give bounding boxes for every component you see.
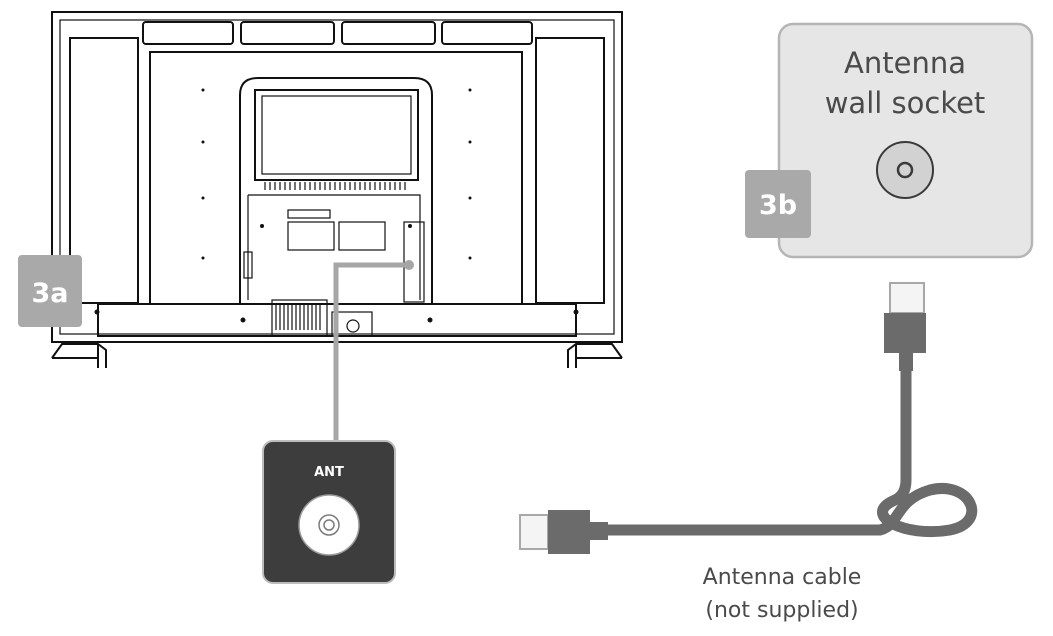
step-badge-tv-label: 3a <box>31 278 68 309</box>
wall-socket-title-line1: Antenna <box>844 46 966 80</box>
wall-socket-panel: Antenna wall socket <box>777 22 1034 259</box>
step-badge-wall: 3b <box>745 170 811 238</box>
ant-port-jack-icon <box>298 494 360 556</box>
ant-port-label: ANT <box>314 465 344 480</box>
wall-socket-title-line2: wall socket <box>825 86 986 120</box>
ant-port-callout-line <box>333 260 414 443</box>
cable-caption-line2: (not supplied) <box>705 598 858 623</box>
cable-caption-line1: Antenna cable <box>703 565 862 590</box>
step-badge-wall-label: 3b <box>759 190 797 221</box>
wall-socket-jack-icon <box>876 141 934 199</box>
step-badge-tv: 3a <box>18 255 82 327</box>
ant-port-closeup: ANT <box>262 440 396 584</box>
antenna-cable-illustration <box>519 282 978 554</box>
